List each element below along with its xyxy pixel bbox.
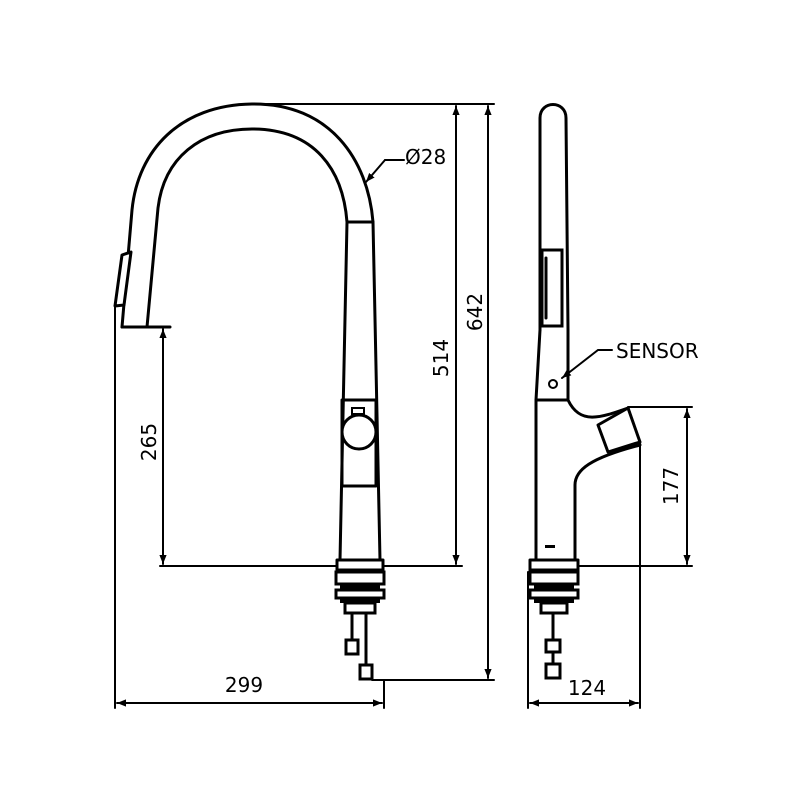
dim-642-label: 642 (463, 293, 487, 331)
dim-299-label: 299 (225, 673, 263, 697)
base-nut (335, 558, 385, 572)
dim-265-label: 265 (137, 423, 161, 461)
sensor-label: SENSOR (616, 339, 699, 363)
side-view-faucet (528, 103, 642, 680)
side-body (534, 328, 642, 562)
handle-housing (340, 398, 378, 488)
spray-head (113, 250, 133, 308)
diameter-leader (365, 159, 386, 183)
mount-collar (334, 570, 386, 586)
sensor-dot (548, 379, 558, 389)
sensor-leader (561, 349, 613, 379)
side-view-dimensions: SENSOR 177 124 (527, 339, 699, 709)
dim-124-label: 124 (568, 676, 606, 700)
front-view-faucet (113, 102, 386, 681)
side-spout (538, 103, 570, 332)
dim-514-label: 514 (429, 339, 453, 377)
side-mount-collar (528, 570, 580, 586)
front-view-dimensions: Ø28 514 642 265 299 (114, 103, 495, 709)
dim-177-label: 177 (659, 467, 683, 505)
handle-marker (351, 407, 365, 415)
handle-knob (340, 413, 378, 451)
spout-inner-outline (145, 127, 349, 562)
side-lever (596, 406, 642, 454)
diameter-label: Ø28 (405, 145, 446, 169)
